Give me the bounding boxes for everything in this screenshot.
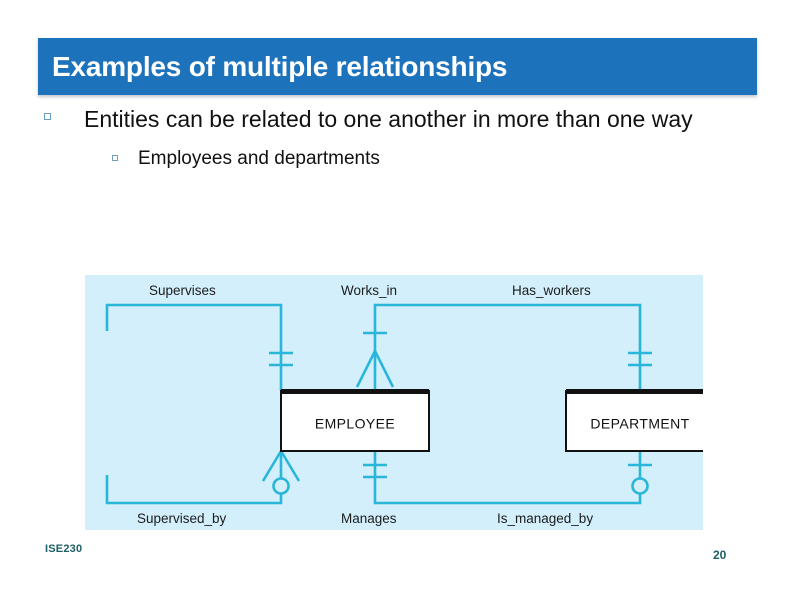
- relationship-label-works-in: Works_in: [341, 283, 397, 298]
- entity-employee-label: EMPLOYEE: [315, 416, 395, 432]
- relationship-label-manages: Manages: [341, 511, 397, 526]
- er-diagram-svg: EMPLOYEE DEPARTMENT Supervises Works_in …: [105, 283, 703, 526]
- bullet-level1: Entities can be related to one another i…: [38, 104, 784, 135]
- square-bullet-icon: [112, 154, 118, 161]
- entity-department: DEPARTMENT: [565, 389, 703, 452]
- relationship-label-supervises: Supervises: [149, 283, 216, 298]
- crowsfoot-prong: [261, 450, 283, 482]
- entity-department-label: DEPARTMENT: [590, 416, 689, 432]
- relationship-label-is-managed-by: Is_managed_by: [497, 511, 593, 526]
- crowsfoot-prong: [279, 450, 301, 482]
- page-title: Examples of multiple relationships: [52, 50, 508, 82]
- connector-manages: [373, 451, 642, 505]
- cardinality-circle-optional: [272, 477, 290, 495]
- entity-employee: EMPLOYEE: [280, 389, 430, 452]
- bullet-level1-text: Entities can be related to one another i…: [84, 106, 693, 132]
- footer-page-number: 20: [713, 548, 727, 562]
- bullet-level2-text: Employees and departments: [138, 147, 380, 169]
- cardinality-circle-optional: [631, 477, 649, 495]
- er-diagram-panel: EMPLOYEE DEPARTMENT Supervises Works_in …: [85, 275, 703, 530]
- connector-supervises: [105, 303, 283, 391]
- connector-supervised-by: [105, 451, 283, 505]
- slide-title-bar: Examples of multiple relationships: [38, 38, 757, 95]
- connector-works-in: [373, 303, 642, 391]
- relationship-label-has-workers: Has_workers: [512, 283, 591, 298]
- footer-course-code: ISE230: [45, 543, 83, 555]
- square-bullet-icon: [44, 113, 51, 120]
- crowsfoot-prong: [355, 350, 377, 388]
- crowsfoot-prong: [373, 350, 395, 388]
- bullet-list: Entities can be related to one another i…: [38, 104, 758, 171]
- relationship-label-supervised-by: Supervised_by: [137, 511, 227, 526]
- bullet-level2: Employees and departments: [108, 147, 758, 172]
